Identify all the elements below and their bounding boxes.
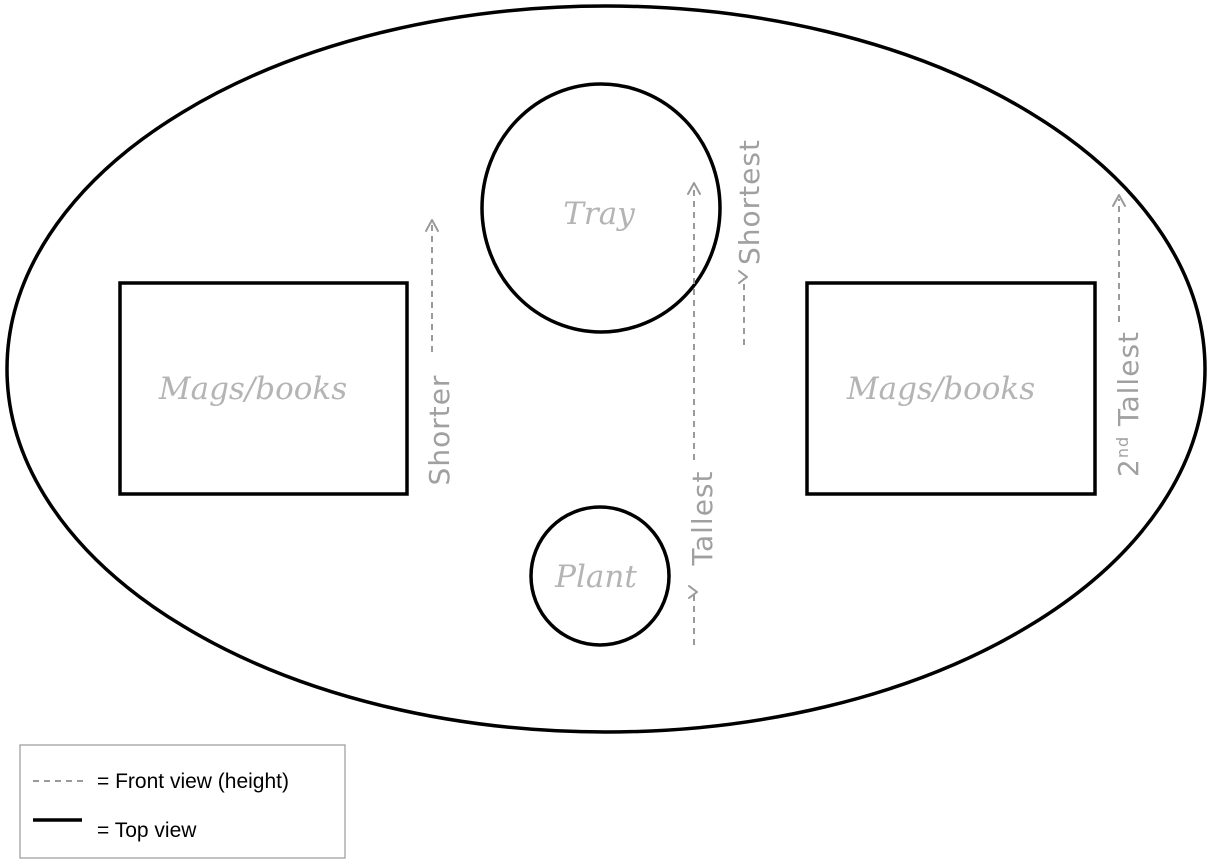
mags-books-left-box xyxy=(118,281,409,496)
shorter-height-arrow xyxy=(425,219,439,352)
legend: = Front view (height) = Top view xyxy=(19,744,346,859)
tallest-label: Tallest xyxy=(686,471,719,567)
mags-books-right-box xyxy=(805,281,1097,496)
tallest-height-arrow xyxy=(687,182,701,645)
mags-books-right-label: Mags/books xyxy=(846,371,1035,407)
plant-circle xyxy=(529,505,671,647)
shorter-label: Shorter xyxy=(423,375,456,486)
tray-circle xyxy=(480,82,722,334)
shortest-label: Shortest xyxy=(733,139,766,265)
second-tallest-height-arrow xyxy=(1112,194,1126,322)
shortest-height-arrow xyxy=(738,270,748,345)
plant-label: Plant xyxy=(554,559,637,595)
legend-box xyxy=(19,744,346,859)
legend-top-view-text: = Top view xyxy=(97,819,197,842)
tray-label: Tray xyxy=(563,196,635,232)
mags-books-left-label: Mags/books xyxy=(158,371,347,407)
second-tallest-label: 2nd Tallest xyxy=(1112,331,1145,477)
table-outline xyxy=(5,4,1207,734)
legend-front-view-text: = Front view (height) xyxy=(97,770,289,793)
